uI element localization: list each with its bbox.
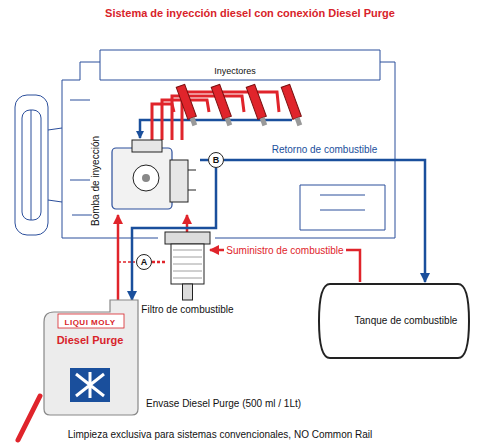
injection-pump: Bomba de inyección	[110, 140, 200, 215]
node-text: Tanque de combustible	[318, 315, 494, 327]
pipe-label: Retorno de combustible	[270, 144, 380, 155]
node-text: Envase Diesel Purge (500 ml / 1Lt)	[146, 398, 301, 410]
node-text: Bomba de inyección	[90, 136, 102, 226]
fuel-filter: Filtro de combustible	[165, 232, 210, 300]
connection-point: A	[136, 254, 152, 270]
connection-point: B	[208, 152, 224, 168]
fuel-pipe	[200, 159, 208, 162]
pipe-label: Suministro de combustible	[224, 245, 345, 256]
footnote: Limpieza exclusiva para sistemas convenc…	[0, 429, 440, 440]
node-text: B	[213, 156, 220, 165]
can-tube	[18, 396, 40, 440]
fan-pulley	[15, 95, 62, 235]
purge-can-outline	[40, 300, 140, 415]
diagram-title: Sistema de inyección diesel con conexión…	[0, 7, 500, 19]
node-text: A	[141, 258, 148, 267]
node-text: LIQUI MOLY	[40, 318, 140, 327]
node-text: Filtro de combustible	[141, 304, 233, 316]
fuel-pipe	[117, 215, 120, 300]
node-text: Diesel Purge	[50, 334, 130, 347]
engine-outline	[62, 50, 395, 238]
fuel-filter-outline	[165, 232, 210, 300]
fuel-pipe	[186, 215, 189, 232]
fuel-pipe	[152, 261, 165, 264]
injectors	[176, 84, 304, 127]
part-label: Inyectores	[214, 66, 256, 76]
injection-pump-outline	[110, 140, 200, 215]
fuel-tank: Tanque de combustible	[318, 282, 494, 360]
fuel-pipe	[224, 160, 425, 282]
purge-can: LIQUI MOLYDiesel PurgeEnvase Diesel Purg…	[40, 300, 140, 415]
